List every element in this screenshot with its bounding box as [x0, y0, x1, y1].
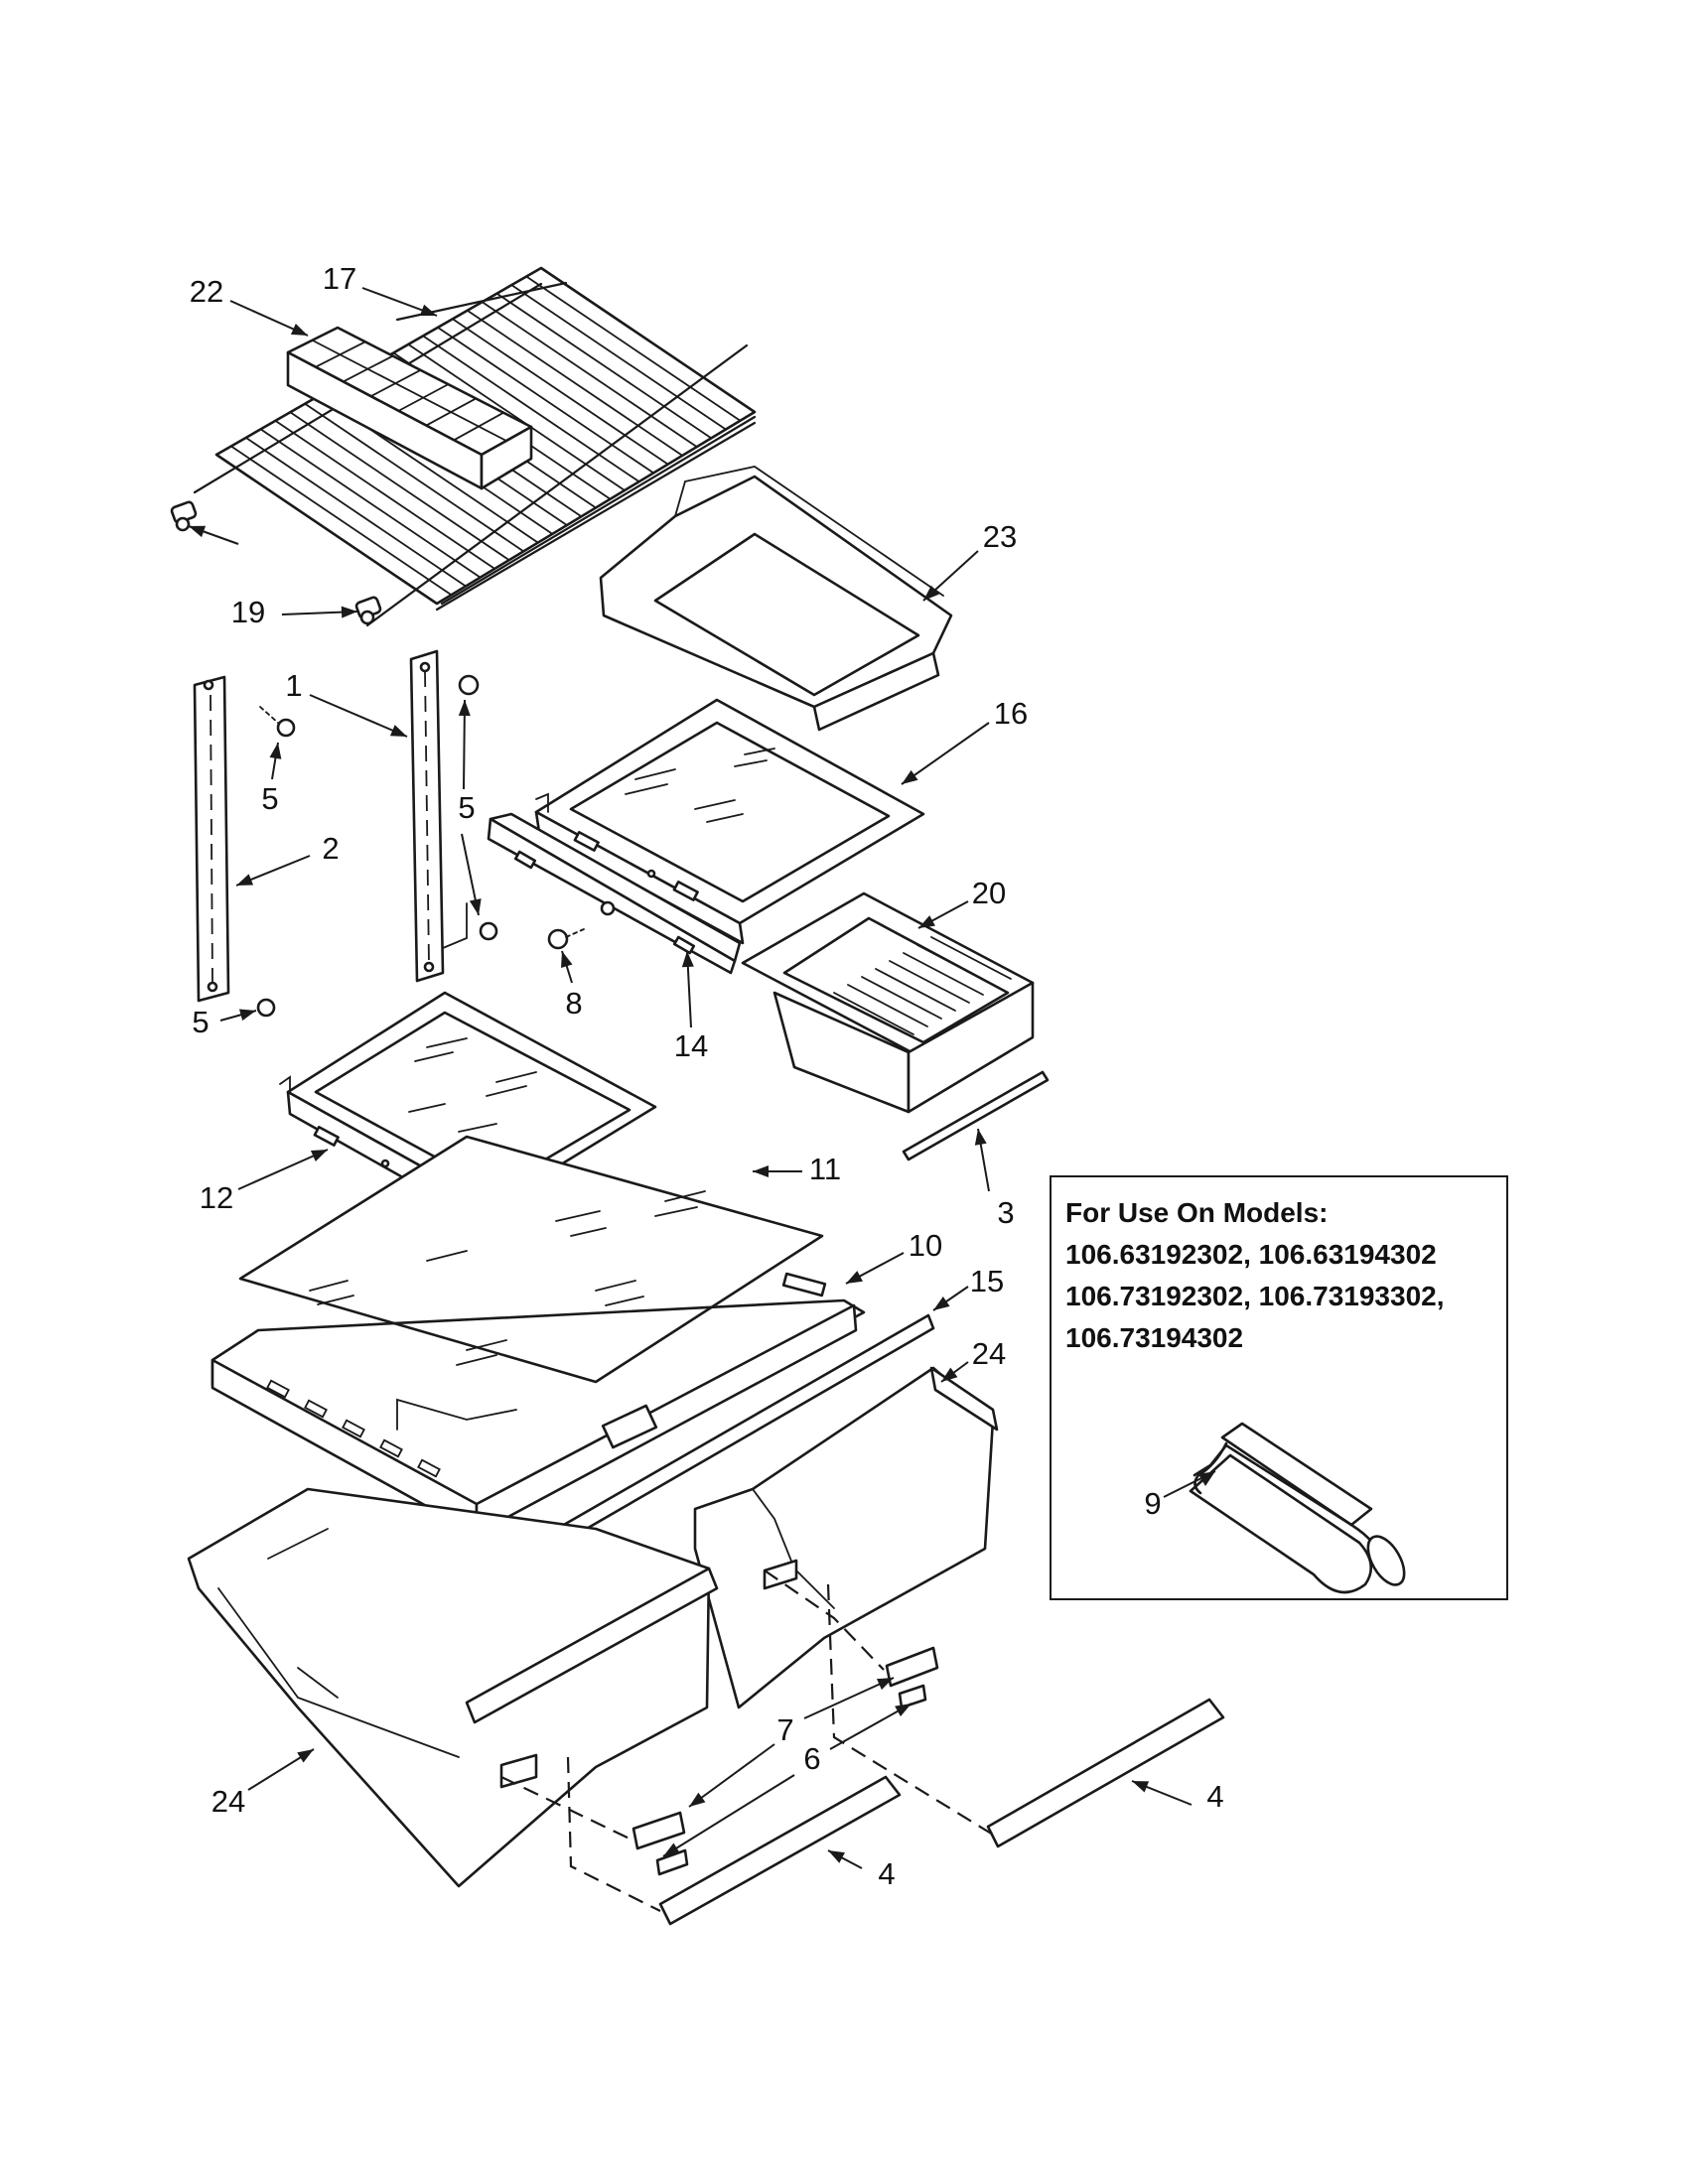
- callout-20: 20: [972, 876, 1006, 910]
- models-list-line-1: 106.63192302, 106.63194302: [1065, 1239, 1437, 1270]
- shelf-peg-left: [170, 500, 198, 532]
- callout-6: 6: [803, 1741, 820, 1776]
- models-inset-box: 9 For Use On Models: 106.63192302, 106.6…: [1050, 1175, 1508, 1600]
- callout-22: 22: [190, 274, 223, 309]
- callout-1: 1: [285, 668, 302, 703]
- callout-15: 15: [970, 1264, 1004, 1298]
- callout-19: 19: [231, 595, 265, 629]
- callout-24-left: 24: [211, 1784, 245, 1819]
- shelf-ladder-right: [409, 649, 468, 983]
- callout-16: 16: [994, 696, 1028, 731]
- freezer-basket: [599, 466, 953, 732]
- shelf-ladder-left: [193, 675, 230, 1003]
- callout-4-left: 4: [878, 1856, 895, 1891]
- shelf-peg-right: [354, 596, 382, 625]
- callout-5-lower-left: 5: [192, 1005, 209, 1039]
- callout-23: 23: [983, 519, 1017, 554]
- callout-10: 10: [909, 1228, 942, 1263]
- drawer-handle-left: [658, 1775, 902, 1926]
- models-title: For Use On Models:: [1065, 1197, 1329, 1228]
- callout-11: 11: [809, 1152, 841, 1186]
- drawer-trim: [902, 1070, 1050, 1161]
- callout-leader-lines: [188, 287, 1193, 1869]
- callout-7: 7: [776, 1712, 793, 1747]
- callout-2: 2: [322, 831, 339, 866]
- callout-12: 12: [200, 1180, 233, 1215]
- callout-9: 9: [1144, 1486, 1161, 1521]
- drawer-clip-left: [632, 1811, 689, 1876]
- shelf-support-rail: [487, 812, 742, 975]
- drawer-clip-right: [885, 1646, 939, 1709]
- callout-24-right: 24: [972, 1336, 1006, 1371]
- screw-a: [259, 706, 296, 738]
- callout-3: 3: [997, 1195, 1014, 1230]
- models-list-line-2: 106.73192302, 106.73193302,: [1065, 1281, 1445, 1311]
- models-list-line-3: 106.73194302: [1065, 1322, 1244, 1353]
- hinge-cover-part: [1189, 1422, 1406, 1594]
- callout-8: 8: [565, 986, 582, 1021]
- callout-14: 14: [674, 1028, 708, 1063]
- screw-b: [458, 674, 480, 696]
- assembly-lines: [500, 1570, 994, 1912]
- callout-5-upper-left: 5: [261, 781, 278, 816]
- screw-c: [479, 921, 498, 941]
- drawer-handle-right: [986, 1698, 1225, 1848]
- callout-4-right: 4: [1206, 1779, 1223, 1814]
- rail-screw: [547, 928, 585, 950]
- glass-shelf-upper: [534, 698, 925, 945]
- callout-17: 17: [323, 261, 356, 296]
- crisper-glass-panel: [238, 1135, 824, 1384]
- ice-cube-tray: [286, 326, 533, 490]
- screw-d: [256, 998, 276, 1018]
- crisper-drawer-left: [187, 1487, 719, 1888]
- callout-5-upper-right: 5: [458, 790, 475, 825]
- meat-drawer: [741, 891, 1035, 1114]
- inset-illustration: 9: [1144, 1422, 1406, 1594]
- crisper-drawer-right: [693, 1366, 999, 1709]
